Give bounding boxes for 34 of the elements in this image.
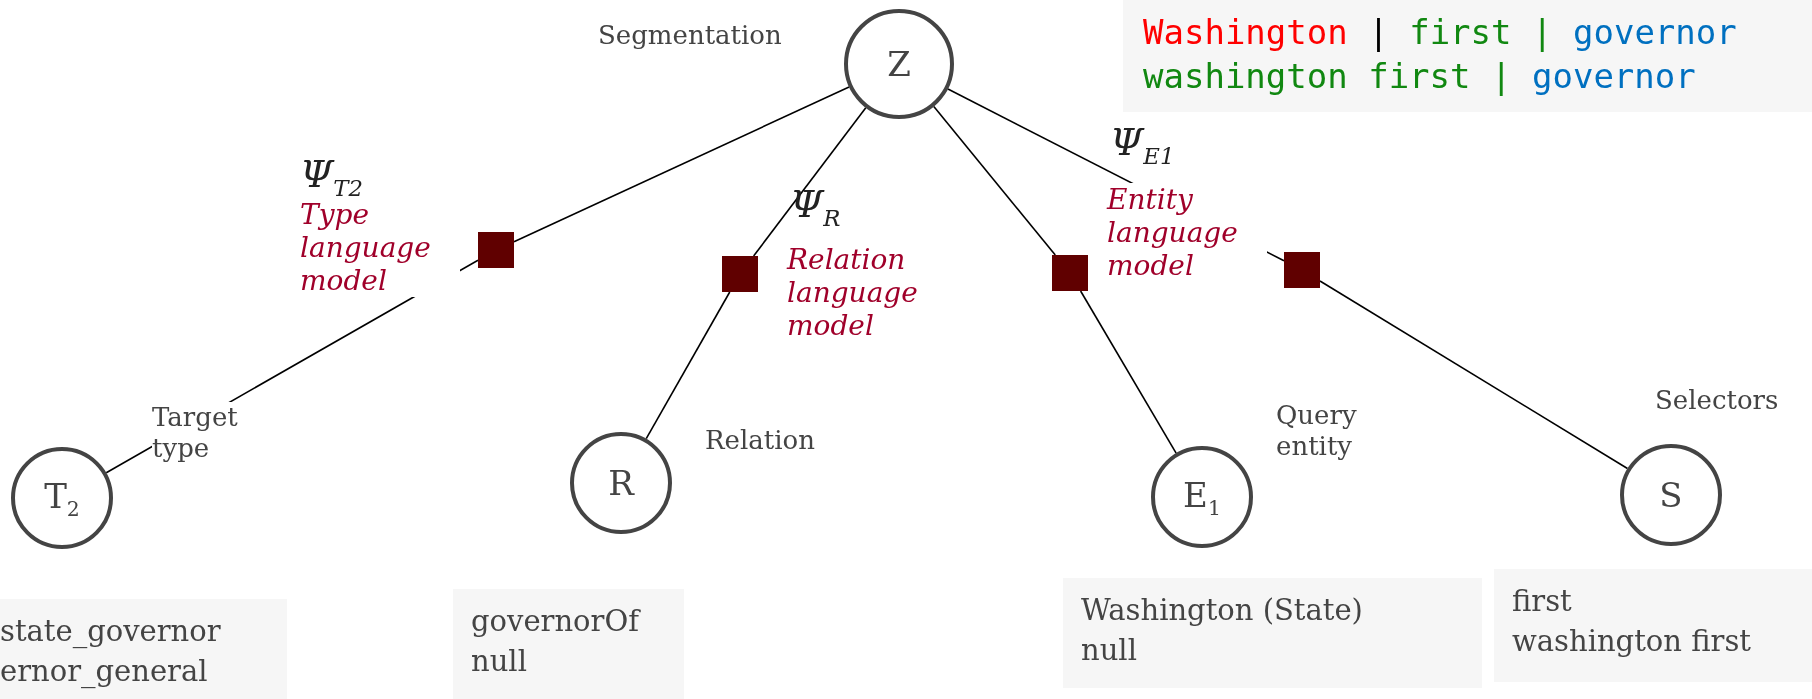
connector-line [1079,290,1177,454]
segment-text: Washington [1143,12,1348,52]
candidate-text: ernor_general [0,653,209,691]
segment-text: washington first [1143,56,1471,96]
candidate-text: state_governor [0,613,222,651]
variable-symbol: R [608,463,634,503]
variable-symbol: T$_{2}$ [44,475,80,521]
factor-square [478,232,514,268]
candidate-text: null [471,643,528,680]
factor-square [1284,252,1320,288]
candidate-text: null [1081,632,1138,669]
connector-line [1319,280,1629,470]
separator: | [1532,12,1553,52]
candidate-text: governorOf [471,603,642,640]
segment-text: governor [1531,56,1696,96]
factor-symbol: Ψ$_{R}$ [790,182,841,231]
connector-line [933,105,1057,256]
segment-text: first [1409,12,1512,52]
separator: | [1368,12,1389,52]
connector-line [645,291,731,440]
candidate-text: first [1512,583,1573,620]
segment-text: governor [1572,12,1737,52]
candidate-text: Washington (State) [1081,592,1364,629]
candidate-text: washington first [1512,623,1752,660]
factor-symbol: Ψ$_{E1}$ [1110,120,1175,169]
connector-line [752,107,867,257]
connector-line [513,86,850,243]
variable-symbol: E$_{1}$ [1183,474,1221,520]
factor-square [722,256,758,292]
separator: | [1491,56,1512,96]
variable-symbol: Z [887,44,911,84]
factor-square [1052,255,1088,291]
variable-symbol: S [1659,475,1683,515]
factor-symbol: Ψ$_{T2}$ [300,152,364,201]
